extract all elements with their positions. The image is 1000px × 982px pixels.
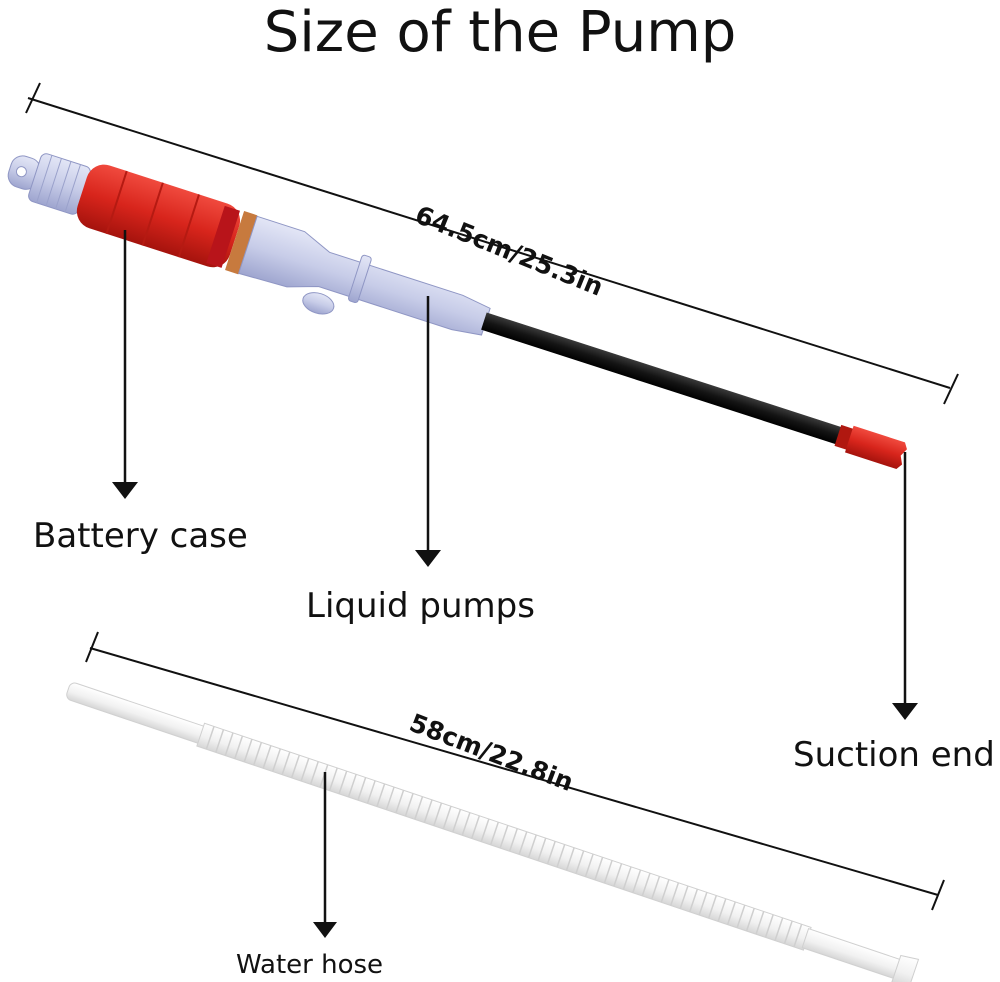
pump: [7, 153, 907, 470]
liquid-pumps-label: Liquid pumps: [306, 586, 535, 626]
suction-end-arrow: [892, 452, 918, 720]
suction-tip: [834, 424, 907, 470]
hose-dimension-line: [85, 631, 945, 911]
battery-case-arrow: [112, 230, 138, 499]
pump-band: [225, 211, 258, 275]
water-hose-arrow: [313, 772, 337, 938]
battery-case-label: Battery case: [33, 516, 248, 556]
liquid-pumps-arrow: [415, 296, 441, 567]
battery-case: [76, 164, 241, 268]
suction-tube: [481, 312, 854, 448]
water-hose-label: Water hose: [236, 950, 384, 980]
suction-end-label: Suction end: [793, 735, 995, 775]
water-hose: [66, 682, 920, 982]
pump-dimension-line: [25, 82, 959, 405]
hose-ribs: [205, 726, 803, 948]
page-title: Size of the Pump: [263, 0, 737, 65]
